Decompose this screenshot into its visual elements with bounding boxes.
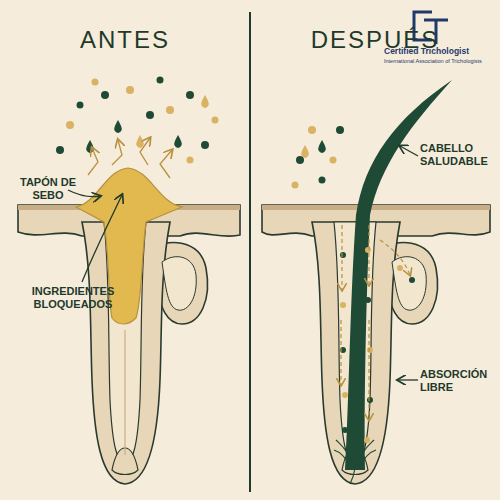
callout-label: INGREDIENTES BLOQUEADOS (14, 285, 132, 311)
callout-label: TAPÓN DE SEBO (16, 176, 80, 202)
panel-heading: ANTES (40, 26, 210, 55)
logo-subtext: International Association of Trichologis… (384, 58, 496, 65)
logo-text: Certified Trichologist (384, 46, 496, 56)
callout-label: ABSORCIÓN LIBRE (420, 368, 496, 394)
callout-label: CABELLO SALUDABLE (420, 142, 496, 168)
